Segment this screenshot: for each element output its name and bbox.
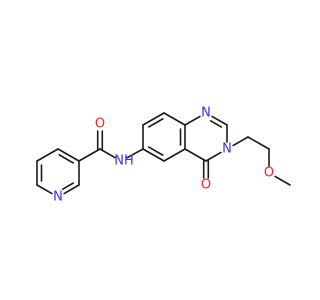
bond [232, 136, 249, 147]
bond [184, 115, 201, 126]
bond [147, 118, 164, 128]
bond [63, 184, 80, 195]
bond [247, 136, 270, 150]
bond [78, 148, 101, 162]
bond [36, 184, 53, 195]
bond [36, 148, 59, 162]
bond [57, 148, 80, 162]
bond [147, 146, 164, 156]
bond [126, 148, 144, 159]
bond [211, 115, 228, 126]
molecule-canvas: N O NH N N O O [36, 106, 291, 205]
bond [142, 148, 165, 162]
bond [142, 112, 165, 126]
bond [209, 120, 223, 128]
bond [205, 151, 222, 162]
atom-n-pyridine: N [53, 190, 63, 205]
bond [274, 175, 291, 186]
bond [184, 148, 207, 162]
bond [163, 112, 186, 126]
bond [58, 154, 75, 164]
atom-n1-quinazoline: N [201, 106, 211, 121]
bond [61, 182, 75, 190]
atom-o-carbonyl: O [201, 178, 211, 193]
bond [99, 148, 116, 159]
atom-nh-amide: NH [114, 154, 134, 169]
atom-n3-quinazoline: N [222, 142, 232, 157]
atom-o-amide: O [95, 117, 105, 132]
molecule-structure: N O NH N N O O [36, 106, 291, 205]
bond [163, 148, 186, 162]
atom-o-methoxy: O [264, 166, 274, 181]
